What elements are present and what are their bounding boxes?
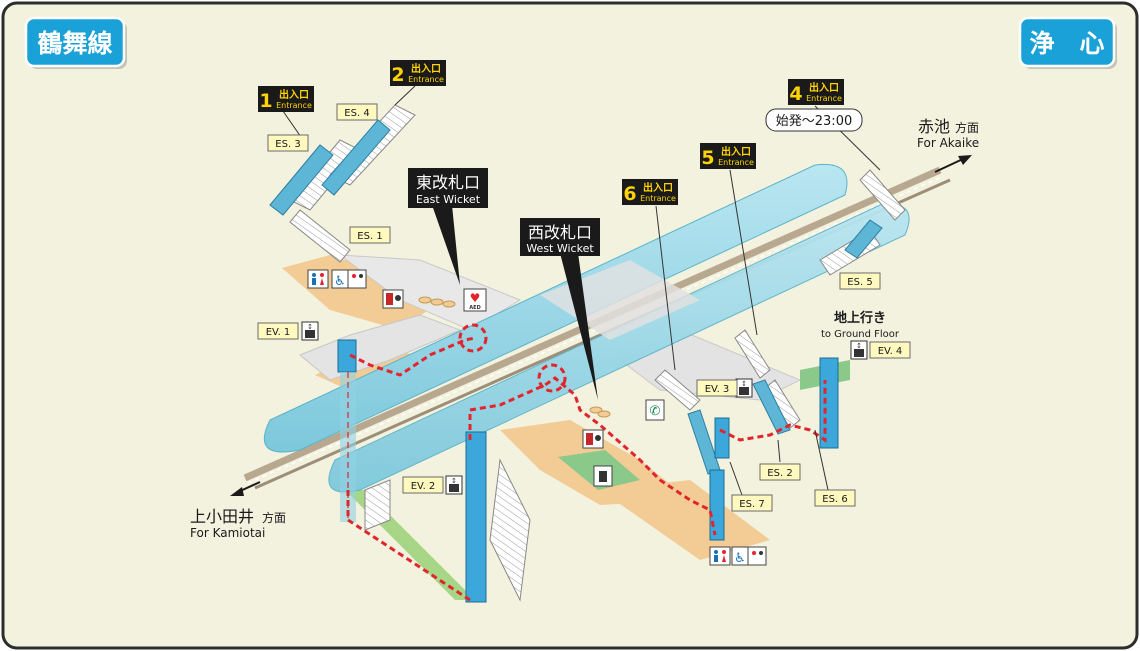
line-badge: 鶴舞線 — [24, 16, 127, 69]
ev-3-label: EV. 3 — [705, 384, 730, 395]
station-badge: 浄 心 — [1018, 16, 1117, 69]
akaike-jp: 赤池 — [918, 117, 950, 136]
elevator-icon: ↕ — [445, 475, 463, 495]
kamiotai-en: For Kamiotai — [190, 526, 265, 540]
svg-text:Entrance: Entrance — [408, 75, 444, 84]
elevator-icon: ↕ — [301, 321, 319, 341]
akaike-en: For Akaike — [917, 136, 979, 150]
svg-text:♿: ♿ — [734, 551, 746, 566]
ground-floor-en: to Ground Floor — [821, 329, 900, 340]
line-badge-text: 鶴舞線 — [37, 29, 112, 58]
es-2-label: ES. 2 — [767, 468, 792, 479]
entrance-4-label: 4 出入口 Entrance — [788, 79, 844, 105]
svg-text:始発～23:00: 始発～23:00 — [776, 114, 852, 129]
es-3-label: ES. 3 — [275, 139, 300, 150]
station-badge-text: 浄 心 — [1029, 29, 1104, 58]
svg-text:出入口: 出入口 — [643, 181, 673, 194]
ev-4-label: EV. 4 — [878, 346, 903, 357]
direction-akaike: 赤池 方面 For Akaike — [917, 117, 979, 173]
svg-text:出入口: 出入口 — [411, 62, 441, 75]
svg-text:4: 4 — [789, 83, 802, 105]
ev-label: EV. 1 EV. 2 EV. 3 EV. 4 — [257, 322, 911, 494]
west-wicket-jp: 西改札口 — [528, 223, 592, 242]
west-wicket-callout: 西改札口 West Wicket — [520, 218, 600, 400]
svg-text:5: 5 — [701, 147, 714, 169]
entrance-1-label: 1 出入口 Entrance — [258, 86, 314, 112]
es-label: ES. 1 ES. 2 ES. 3 ES. 4 ES. 5 ES. 6 ES. … — [267, 103, 881, 512]
ticket-machine-icon — [382, 289, 404, 309]
ev-2-label: EV. 2 — [411, 481, 436, 492]
svg-text:6: 6 — [623, 183, 636, 205]
es-4-label: ES. 4 — [344, 108, 369, 119]
ticket-machine-icon — [582, 429, 604, 449]
svg-text:♥: ♥ — [470, 291, 481, 305]
svg-text:Entrance: Entrance — [806, 94, 842, 103]
kamiotai-jp: 上小田井 — [190, 507, 254, 526]
svg-text:✆: ✆ — [650, 404, 661, 419]
east-wicket-callout: 東改札口 East Wicket — [408, 168, 488, 285]
east-wicket-jp: 東改札口 — [416, 173, 480, 192]
svg-text:2: 2 — [391, 64, 404, 86]
accessible-icon: ♿ — [331, 269, 349, 289]
entrance-4-hours: 始発～23:00 — [765, 108, 863, 132]
accessible-icon: ♿ — [731, 546, 749, 566]
svg-text:↕: ↕ — [741, 380, 747, 388]
toilet-icon — [709, 546, 731, 566]
es-7-label: ES. 7 — [739, 499, 764, 510]
svg-text:Entrance: Entrance — [276, 101, 312, 110]
svg-text:出入口: 出入口 — [279, 88, 309, 101]
ground-floor-jp: 地上行き — [834, 310, 886, 326]
entrance-5-label: 5 出入口 Entrance — [700, 143, 756, 169]
leader-lines — [282, 85, 881, 496]
svg-text:AED: AED — [469, 305, 480, 311]
elevator-icon: ↕ — [735, 378, 753, 398]
toilet-icon — [307, 269, 329, 289]
family-toilet-icon — [747, 546, 767, 566]
es-1-label: ES. 1 — [357, 231, 382, 242]
svg-text:Entrance: Entrance — [640, 194, 676, 203]
svg-text:↕: ↕ — [451, 477, 457, 485]
barrier-free-route — [346, 323, 827, 602]
aed-icon: ♥ AED — [463, 288, 487, 312]
ground-floor-label: 地上行き to Ground Floor — [821, 310, 900, 340]
phone-icon: ✆ — [645, 399, 665, 421]
svg-text:Entrance: Entrance — [718, 158, 754, 167]
es-6-label: ES. 6 — [822, 494, 847, 505]
svg-text:出入口: 出入口 — [721, 145, 751, 158]
es-5-label: ES. 5 — [847, 277, 872, 288]
akaike-suffix: 方面 — [955, 120, 979, 135]
ev-1-label: EV. 1 — [266, 327, 291, 338]
entrance-2-label: 2 出入口 Entrance — [390, 60, 446, 86]
svg-text:1: 1 — [259, 90, 272, 112]
svg-text:出入口: 出入口 — [809, 81, 839, 94]
svg-text:↕: ↕ — [307, 323, 313, 331]
direction-kamiotai: 上小田井 方面 For Kamiotai — [190, 481, 286, 540]
entrance-6-label: 6 出入口 Entrance — [622, 179, 678, 205]
station-office-icon — [593, 465, 613, 487]
east-wicket-en: East Wicket — [416, 193, 481, 206]
elevator-icon: ↕ — [850, 340, 868, 360]
kamiotai-suffix: 方面 — [262, 510, 286, 525]
wicket-gates — [418, 296, 611, 418]
svg-text:♿: ♿ — [334, 274, 346, 289]
svg-text:↕: ↕ — [856, 342, 862, 350]
west-wicket-en: West Wicket — [526, 242, 594, 255]
escalator-tubes — [269, 119, 883, 475]
family-toilet-icon — [347, 269, 367, 289]
